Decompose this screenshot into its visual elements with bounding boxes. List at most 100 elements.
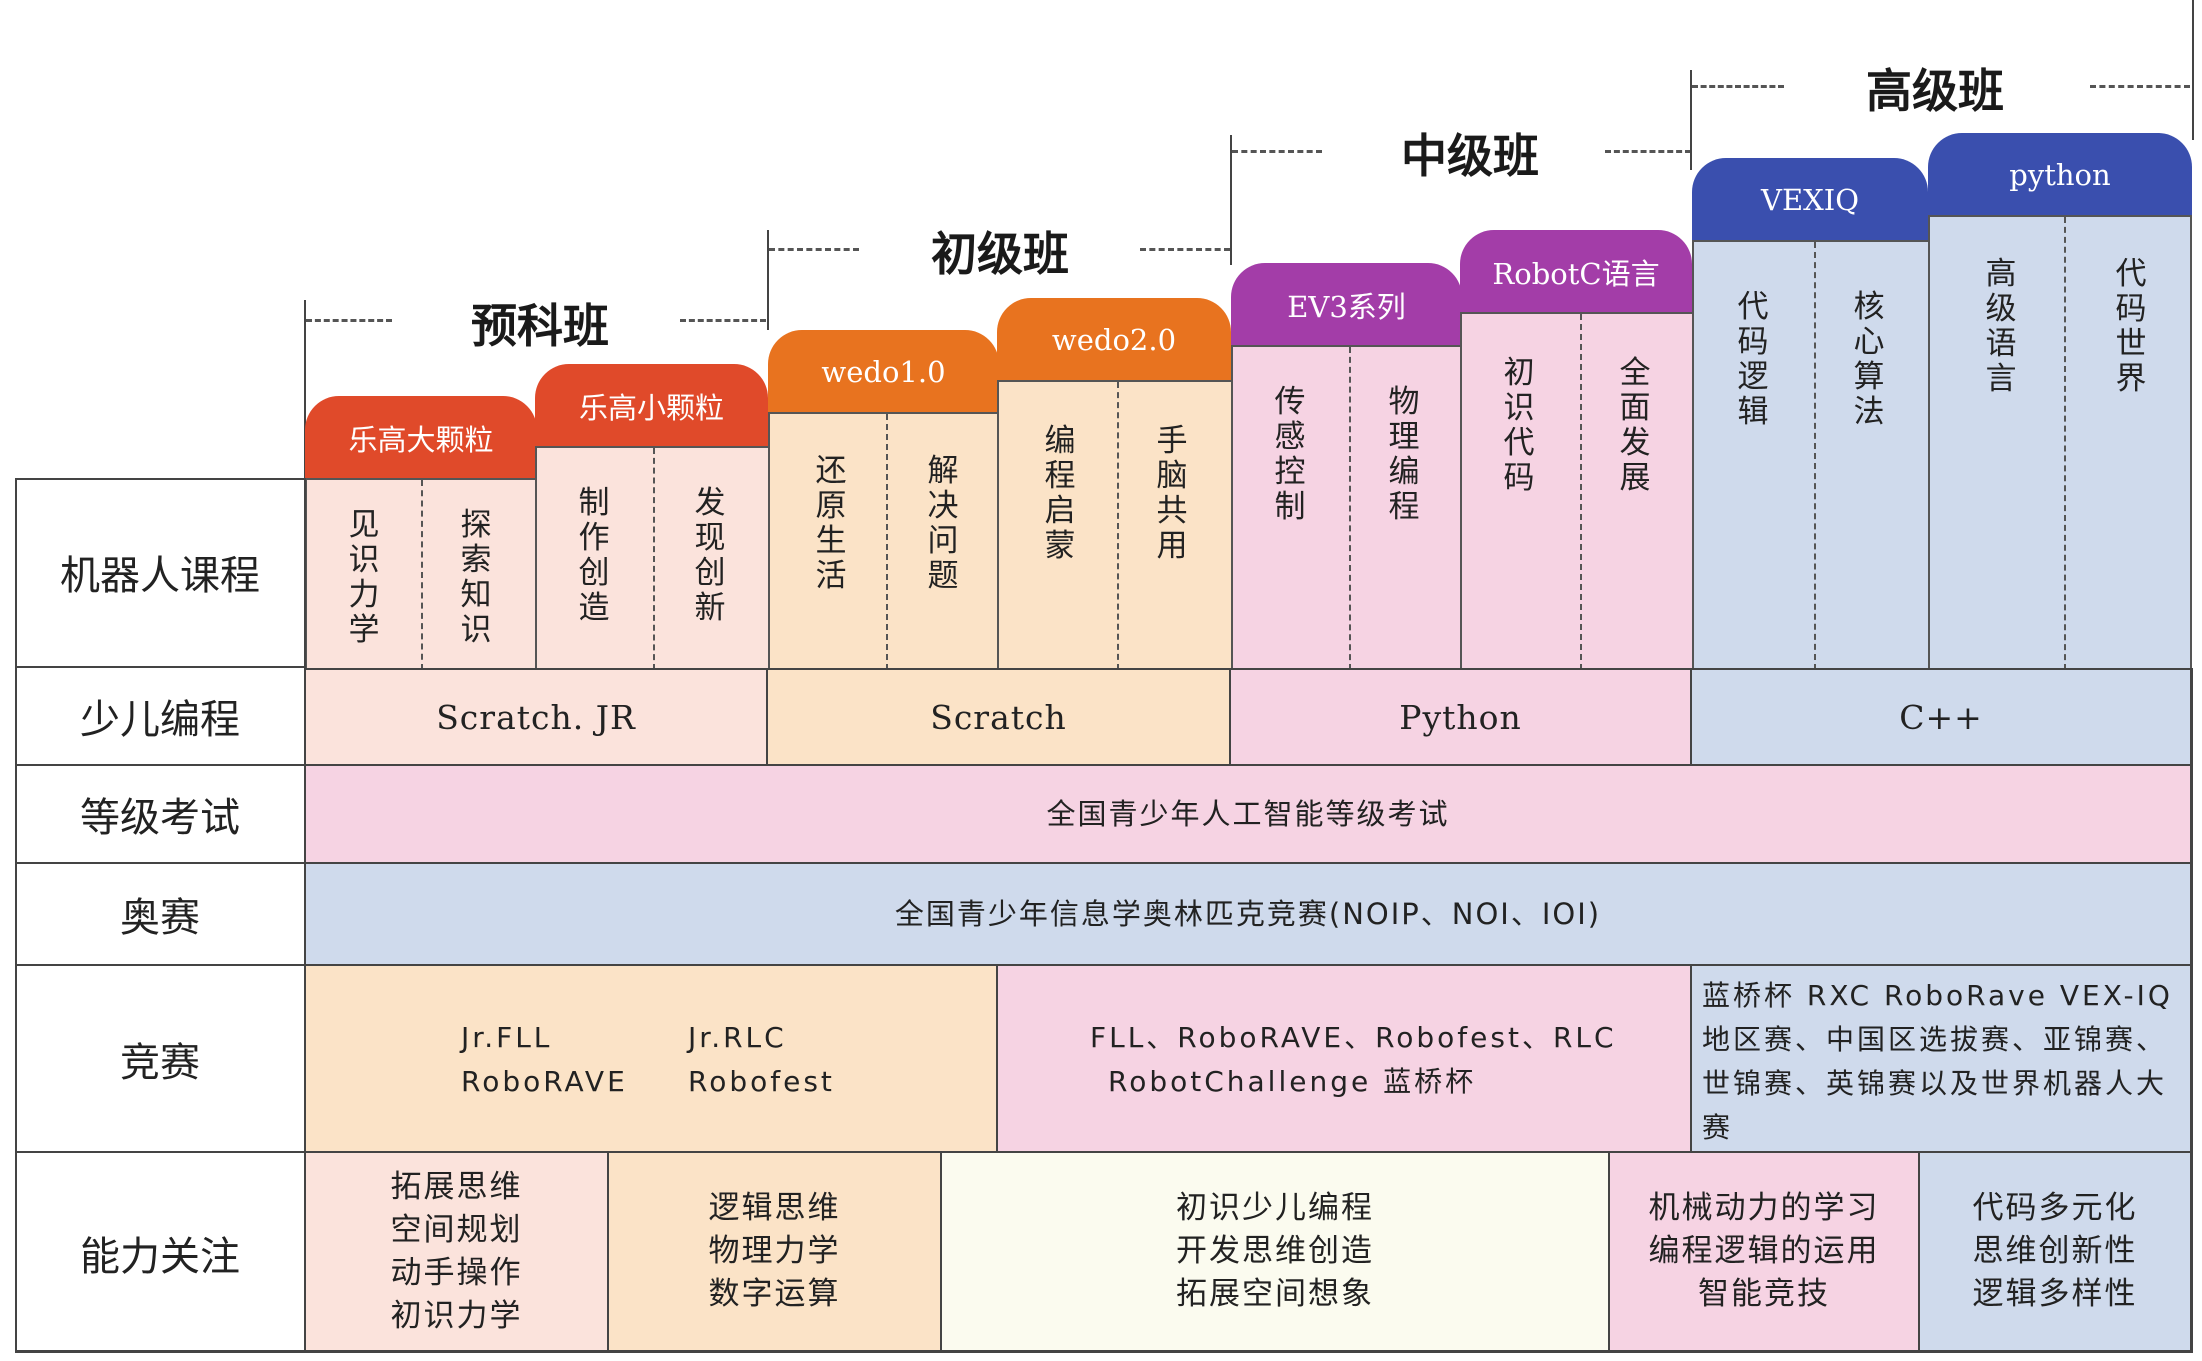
column-separator — [2064, 217, 2066, 670]
course-feature: 代码世界 — [2115, 256, 2147, 397]
course-feature: 还原生活 — [815, 453, 847, 594]
ability-item: 空间规划 — [390, 1211, 523, 1248]
tier-divider — [767, 230, 769, 330]
ability-item: 动手操作 — [390, 1254, 523, 1291]
column-separator — [421, 480, 423, 670]
row-label-kids-coding: 少儿编程 — [15, 668, 305, 766]
row-label-robot-course: 机器人课程 — [15, 478, 305, 668]
course-feature: 物理编程 — [1388, 384, 1420, 525]
course-feature: 高级语言 — [1985, 256, 2017, 397]
tier-title-preschool: 预科班 — [471, 299, 609, 353]
course-feature: 解决问题 — [927, 453, 959, 594]
tier-dash — [1605, 150, 1691, 153]
ability-item: 数字运算 — [708, 1276, 841, 1312]
tier-dash — [1232, 150, 1322, 153]
course-tab-vexiq: VEXIQ — [1692, 158, 1928, 242]
course-feature: 发现创新 — [694, 485, 726, 626]
contest-cell-junior: Jr.FLL Jr.RLC RoboRAVE Robofest — [306, 966, 998, 1153]
tier-title-advanced: 高级班 — [1866, 64, 2004, 118]
course-feature: 编程启蒙 — [1044, 423, 1076, 564]
contest-cell-intermediate: FLL、RoboRAVE、Robofest、RLC RobotChallenge… — [998, 966, 1692, 1153]
contest-item: Jr.FLL — [461, 1021, 553, 1054]
course-feature: 制作创造 — [578, 485, 610, 626]
course-tab-robotc: RobotC语言 — [1460, 230, 1692, 314]
row-label-grade-exam: 等级考试 — [15, 766, 305, 864]
tier-divider — [2192, 0, 2194, 140]
column-separator — [1117, 382, 1119, 670]
ability-item: 机械动力的学习 — [1648, 1190, 1880, 1226]
coding-cell-cpp: C++ — [1692, 668, 2192, 766]
column-separator — [1349, 347, 1351, 670]
course-feature: 探索知识 — [460, 507, 492, 648]
contest-item: RoboRAVE — [461, 1065, 628, 1098]
ability-cell: 初识少儿编程 开发思维创造 拓展空间想象 — [942, 1153, 1610, 1352]
course-tab-wedo2: wedo2.0 — [997, 298, 1231, 382]
course-feature: 代码逻辑 — [1737, 289, 1769, 430]
tier-dash — [1140, 248, 1230, 251]
contest-item: Jr.RLC — [688, 1021, 787, 1054]
label-divider — [304, 478, 306, 1352]
ability-item: 初识少儿编程 — [1176, 1190, 1374, 1226]
ability-item: 初识力学 — [390, 1297, 523, 1334]
ability-item: 开发思维创造 — [1176, 1233, 1374, 1269]
row-label-olympiad: 奥赛 — [15, 864, 305, 966]
course-column: 高级语言 代码世界 — [1928, 215, 2192, 670]
row-label-ability-focus: 能力关注 — [80, 1233, 240, 1280]
ability-item: 编程逻辑的运用 — [1648, 1233, 1880, 1269]
tier-divider — [1690, 70, 1692, 170]
course-column: 还原生活 解决问题 — [768, 412, 999, 670]
course-column: 编程启蒙 手脑共用 — [997, 380, 1231, 670]
column-separator — [1814, 242, 1816, 670]
column-separator — [1580, 314, 1582, 670]
contest-cell-advanced: 蓝桥杯 RXC RoboRave VEX-IQ 地区赛、中国区选拔赛、亚锦赛、世… — [1692, 966, 2192, 1153]
course-feature: 见识力学 — [348, 507, 380, 648]
coding-cell-scratch: Scratch — [768, 668, 1231, 766]
ability-cell: 机械动力的学习 编程逻辑的运用 智能竞技 — [1610, 1153, 1920, 1352]
ability-item: 逻辑多样性 — [1972, 1276, 2138, 1312]
coding-cell-python: Python — [1231, 668, 1692, 766]
column-separator — [886, 414, 888, 670]
ability-item: 拓展思维 — [390, 1168, 523, 1205]
course-column: 见识力学 探索知识 — [305, 478, 537, 670]
ability-item: 智能竞技 — [1698, 1276, 1830, 1312]
ability-item: 思维创新性 — [1972, 1233, 2138, 1269]
contest-item: FLL、RoboRAVE、Robofest、RLC — [1090, 1021, 1617, 1054]
ability-cell: 逻辑思维 物理力学 数字运算 — [609, 1153, 942, 1352]
ability-item: 代码多元化 — [1972, 1190, 2138, 1226]
course-tab-ev3: EV3系列 — [1231, 263, 1462, 347]
tier-dash — [1692, 85, 1784, 88]
tier-dash — [769, 248, 859, 251]
ability-item: 拓展空间想象 — [1176, 1276, 1374, 1312]
contest-item: Robofest — [688, 1065, 835, 1098]
course-tab-wedo1: wedo1.0 — [768, 330, 999, 414]
course-tab-python: python — [1928, 133, 2192, 217]
course-column: 初识代码 全面发展 — [1460, 312, 1692, 670]
olympiad-cell: 全国青少年信息学奥林匹克竞赛(NOIP、NOI、IOI) — [306, 864, 2192, 966]
course-column: 代码逻辑 核心算法 — [1692, 240, 1928, 670]
contest-item: 蓝桥杯 RXC RoboRave VEX-IQ 地区赛、中国区选拔赛、亚锦赛、世… — [1702, 979, 2173, 1144]
contest-item: RobotChallenge 蓝桥杯 — [1108, 1065, 1477, 1098]
ability-cell: 代码多元化 思维创新性 逻辑多样性 — [1920, 1153, 2192, 1352]
course-feature: 手脑共用 — [1156, 423, 1188, 564]
course-column: 传感控制 物理编程 — [1231, 345, 1462, 670]
course-feature: 核心算法 — [1853, 289, 1885, 430]
tier-dash — [306, 319, 392, 322]
tier-divider — [304, 300, 306, 480]
tier-dash — [680, 319, 766, 322]
tier-dash — [2090, 85, 2190, 88]
ability-item: 逻辑思维 — [708, 1190, 841, 1226]
tier-divider — [1230, 135, 1232, 265]
course-column: 制作创造 发现创新 — [535, 446, 768, 670]
column-separator — [653, 448, 655, 670]
ability-cell: 拓展思维 空间规划 动手操作 初识力学 — [306, 1153, 609, 1352]
course-feature: 全面发展 — [1619, 355, 1651, 496]
course-tab-lego-large: 乐高大颗粒 — [305, 396, 537, 480]
exam-cell: 全国青少年人工智能等级考试 — [306, 766, 2192, 864]
course-feature: 初识代码 — [1503, 355, 1535, 496]
coding-cell-scratchjr: Scratch. JR — [306, 668, 768, 766]
row-label-competition: 竞赛 — [15, 966, 305, 1153]
course-tab-lego-small: 乐高小颗粒 — [535, 364, 768, 448]
tier-title-beginner: 初级班 — [931, 227, 1069, 281]
course-feature: 传感控制 — [1274, 384, 1306, 525]
ability-item: 物理力学 — [708, 1233, 841, 1269]
